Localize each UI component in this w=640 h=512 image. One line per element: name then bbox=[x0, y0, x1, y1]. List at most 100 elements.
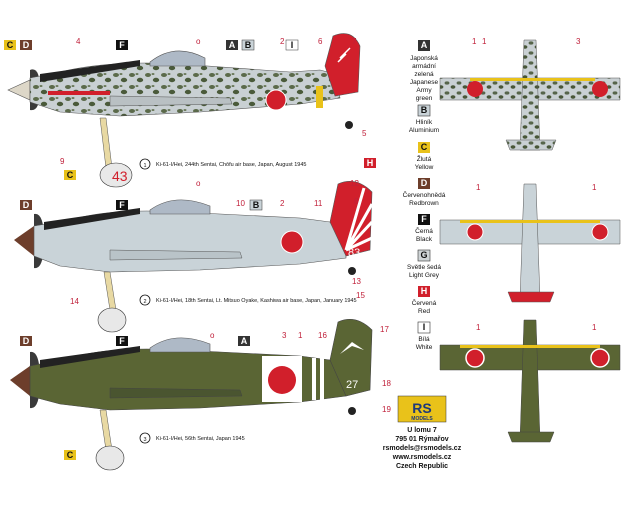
spinner bbox=[7, 79, 31, 101]
home-defense-stripe bbox=[320, 358, 324, 400]
legend-text-cs: Červená bbox=[412, 298, 437, 307]
legend-text-cs: Hliník bbox=[416, 119, 433, 126]
callout-number: 13 bbox=[352, 277, 361, 286]
legend-swatch bbox=[418, 142, 430, 153]
hinomaru bbox=[280, 230, 304, 254]
fuselage-red-stripe bbox=[48, 91, 110, 95]
callout-number: 8 bbox=[354, 197, 359, 206]
tag-letter: A bbox=[241, 336, 248, 346]
legend-letter: H bbox=[421, 286, 428, 296]
callout-number: 3 bbox=[282, 331, 287, 340]
profile-letter-tags: C D F A B I C D F B H D F A C bbox=[4, 39, 376, 460]
tag-I bbox=[285, 39, 299, 51]
legend-text-cs: Červenohnědá bbox=[403, 190, 446, 199]
tail-code: 27 bbox=[346, 379, 358, 391]
profile-index: 3 bbox=[143, 437, 146, 443]
hinomaru bbox=[265, 89, 287, 111]
tag-D bbox=[20, 336, 32, 346]
tag-F bbox=[116, 200, 128, 210]
gear-door bbox=[99, 117, 113, 169]
anti-glare-panel bbox=[44, 208, 140, 230]
tag-C bbox=[4, 40, 16, 50]
profile-index: 1 bbox=[143, 163, 146, 169]
callout-number: o bbox=[210, 331, 215, 340]
tail-wheel bbox=[345, 121, 353, 129]
legend-I: I Bílá White bbox=[416, 321, 433, 351]
legend-swatch bbox=[418, 286, 430, 297]
tailplane bbox=[505, 139, 557, 151]
legend-swatch bbox=[418, 214, 430, 225]
anti-glare-panel bbox=[40, 346, 140, 368]
legend-letter: F bbox=[421, 214, 427, 224]
color-legend: A Japonská armádní zelená Japanese Army … bbox=[403, 40, 446, 351]
legend-text-cs: Žlutá bbox=[417, 154, 432, 163]
tag-letter: C bbox=[7, 40, 14, 50]
tag-A bbox=[226, 40, 238, 50]
tag-letter: A bbox=[229, 40, 236, 50]
callout-number: 2 bbox=[280, 37, 285, 46]
gear-door bbox=[103, 271, 117, 311]
tag-letter: D bbox=[23, 200, 30, 210]
manufacturer-block: RS MODELS U lomu 7 795 01 Rýmařov rsmode… bbox=[383, 395, 462, 470]
callout-number: 14 bbox=[70, 297, 79, 306]
tail-wheel bbox=[348, 407, 356, 415]
wing-leading-edge-yellow bbox=[470, 78, 595, 81]
tail-emblem bbox=[340, 342, 364, 354]
address-email: rsmodels@rsmodels.cz bbox=[383, 445, 462, 452]
callout-number: o bbox=[196, 37, 201, 46]
legend-D: D Červenohnědá Redbrown bbox=[403, 178, 446, 207]
spinner bbox=[10, 366, 30, 396]
callout-number: 19 bbox=[382, 405, 391, 414]
legend-swatch bbox=[417, 104, 431, 117]
tag-letter: F bbox=[119, 336, 125, 346]
rs-models-logo bbox=[397, 395, 447, 423]
profile-index-badge bbox=[139, 294, 151, 306]
tag-letter: B bbox=[253, 200, 260, 210]
main-wheel bbox=[95, 445, 125, 471]
top-view-1 bbox=[439, 39, 621, 151]
tag-F bbox=[116, 336, 128, 346]
legend-swatch bbox=[417, 321, 431, 334]
main-wheel bbox=[99, 162, 133, 188]
legend-text-en: Japanese bbox=[410, 79, 439, 86]
hinomaru bbox=[268, 366, 296, 394]
fuselage-top bbox=[519, 39, 541, 151]
fuselage-top bbox=[519, 319, 541, 441]
canopy bbox=[149, 337, 211, 353]
tag-letter: C bbox=[67, 450, 74, 460]
tag-letter: F bbox=[119, 200, 125, 210]
callout-number: 10 bbox=[236, 199, 245, 208]
tail-fin bbox=[324, 33, 361, 97]
hinomaru-wing-right bbox=[590, 348, 610, 368]
hinomaru-wing-right bbox=[591, 223, 609, 241]
callout-number: 7 bbox=[352, 37, 357, 46]
legend-B: B Hliník Aluminium bbox=[409, 104, 439, 134]
profile-caption: Ki-61-I/Hei, 18th Sentai, Lt. Mitsuo Oya… bbox=[156, 298, 357, 304]
tag-letter: H bbox=[367, 158, 374, 168]
profile-2: 83 2 Ki-61-I/Hei, 18th Sentai, Lt. Mitsu… bbox=[14, 181, 374, 333]
tag-D bbox=[20, 200, 32, 210]
wing-leading-edge-yellow bbox=[460, 220, 600, 223]
profile-index-badge bbox=[139, 158, 151, 170]
tag-H bbox=[364, 158, 376, 168]
callout-number: 15 bbox=[356, 291, 365, 300]
tag-letter: D bbox=[23, 40, 30, 50]
profile-caption: Ki-61-I/Hei, 244th Sentai, Chōfu air bas… bbox=[156, 162, 306, 168]
main-wheel bbox=[97, 307, 127, 333]
callout-number: 9 bbox=[60, 157, 65, 166]
tag-letter: I bbox=[291, 40, 294, 50]
tail-wheel bbox=[348, 267, 356, 275]
legend-text-en: Red bbox=[418, 308, 430, 315]
profile-index-badge bbox=[139, 432, 151, 444]
tail-yellow-band bbox=[316, 86, 323, 108]
tag-B bbox=[249, 199, 263, 211]
tailplane bbox=[507, 291, 555, 303]
legend-A: A Japonská armádní zelená Japanese Army … bbox=[410, 40, 439, 102]
canopy bbox=[149, 199, 211, 215]
tag-letter: D bbox=[23, 336, 30, 346]
legend-text-en: White bbox=[416, 344, 433, 351]
legend-text-cs: zelená bbox=[414, 71, 434, 78]
wing bbox=[109, 249, 243, 261]
legend-text-cs: Světle šedá bbox=[407, 264, 441, 271]
